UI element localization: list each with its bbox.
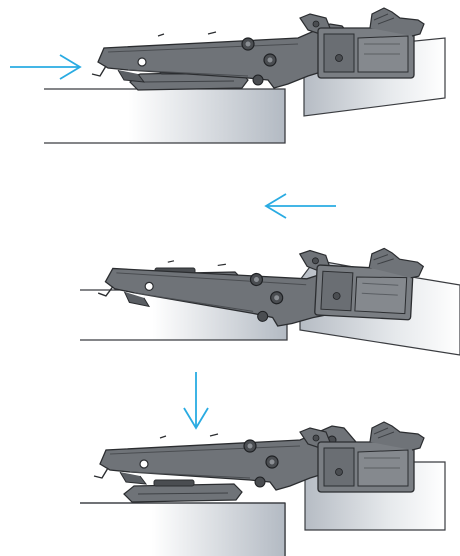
step-3-illustration <box>80 372 446 556</box>
arrow-left-icon <box>264 193 336 219</box>
step-3-hinge-cup <box>299 421 425 493</box>
step-3-carcass-panel <box>80 502 286 556</box>
step-1-carcass-panel <box>44 88 286 144</box>
arrow-right-icon <box>10 54 82 80</box>
step-1-illustration <box>10 7 446 144</box>
step-2-hinge-cup <box>296 243 425 322</box>
arrow-down-icon <box>183 372 209 430</box>
step-1-hinge-cup <box>299 7 425 79</box>
step-2-illustration <box>80 193 460 356</box>
